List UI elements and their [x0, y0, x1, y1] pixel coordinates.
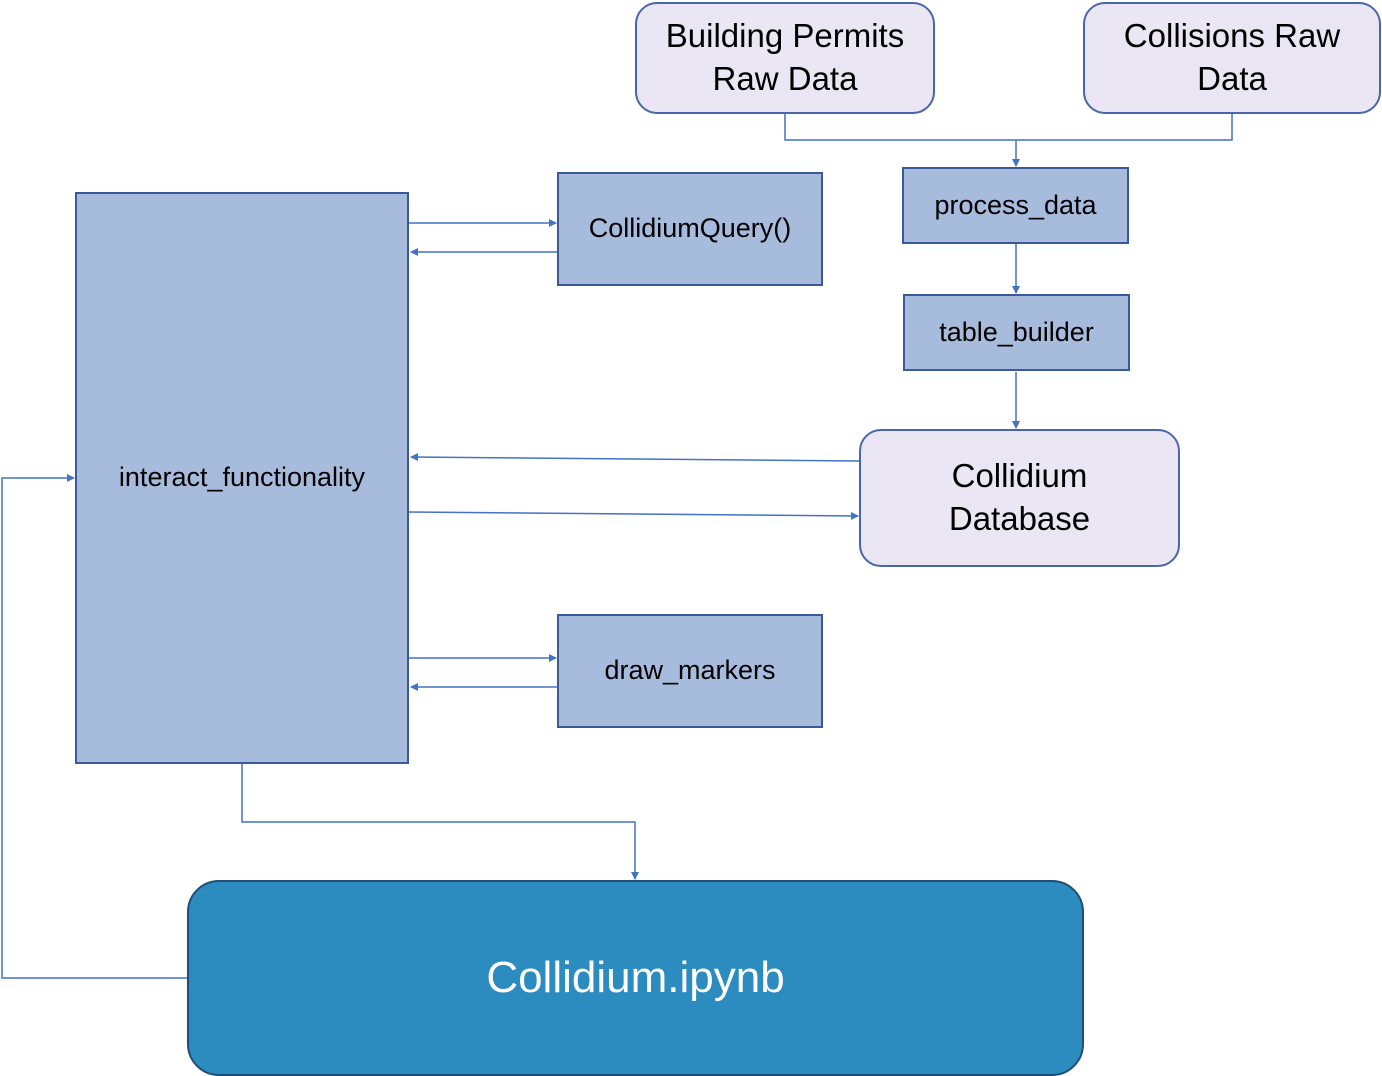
collisions-label: Collisions Raw Data — [1123, 17, 1341, 97]
interact-functionality-label: interact_functionality — [118, 462, 366, 493]
interact-functionality-node[interactable]: interact_functionality — [75, 192, 409, 764]
table-builder-node[interactable]: table_builder — [903, 294, 1130, 371]
collidium-query-node[interactable]: CollidiumQuery() — [557, 172, 823, 286]
arrow-notebook-to-interact — [1, 474, 188, 979]
arrow-interact-to-notebook — [241, 764, 639, 880]
collidium-notebook-node[interactable]: Collidium.ipynb — [187, 880, 1084, 1076]
collidium-database-node[interactable]: Collidium Database — [859, 429, 1180, 567]
collidium-query-label: CollidiumQuery() — [588, 213, 792, 244]
collidium-database-label: Collidium Database — [948, 457, 1091, 537]
draw-markers-label: draw_markers — [604, 655, 776, 686]
arrow-interact-to-database — [408, 511, 859, 520]
collisions-raw-data-node[interactable]: Collisions Raw Data — [1083, 2, 1381, 114]
process-data-label: process_data — [934, 189, 1097, 220]
table-builder-label: table_builder — [939, 316, 1094, 347]
collidium-notebook-label: Collidium.ipynb — [486, 953, 785, 1003]
building-permits-label: Building Permits Raw Data — [665, 17, 905, 97]
draw-markers-node[interactable]: draw_markers — [557, 614, 823, 728]
connector-collisions-to-process — [1016, 113, 1233, 141]
process-data-node[interactable]: process_data — [902, 167, 1129, 244]
arrow-database-to-interact — [410, 453, 860, 462]
building-permits-raw-data-node[interactable]: Building Permits Raw Data — [635, 2, 935, 114]
connector-building-permits-to-process — [784, 113, 1016, 141]
